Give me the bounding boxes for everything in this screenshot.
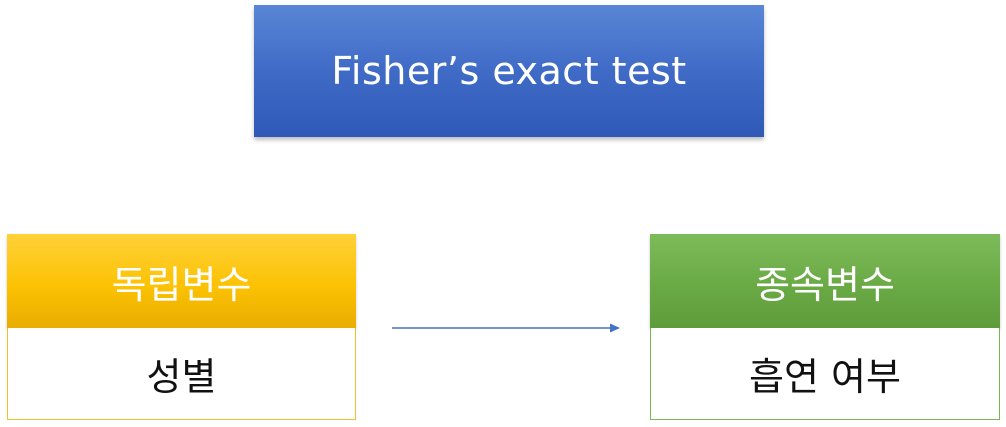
test-title-box: Fisher’s exact test: [254, 5, 764, 137]
arrow-head: [610, 323, 620, 333]
independent-variable-value: 성별: [146, 355, 217, 399]
dependent-variable-value: 흡연 여부: [749, 355, 901, 399]
dependent-variable-header: 종속변수: [650, 234, 1000, 328]
test-title: Fisher’s exact test: [331, 49, 687, 93]
arrow-connector: [392, 323, 620, 333]
independent-variable-header: 독립변수: [7, 234, 356, 328]
independent-variable-label: 독립변수: [111, 262, 252, 307]
dependent-variable-body: 흡연 여부: [650, 328, 1000, 420]
dependent-variable-label: 종속변수: [755, 262, 895, 307]
independent-variable-body: 성별: [7, 328, 356, 420]
